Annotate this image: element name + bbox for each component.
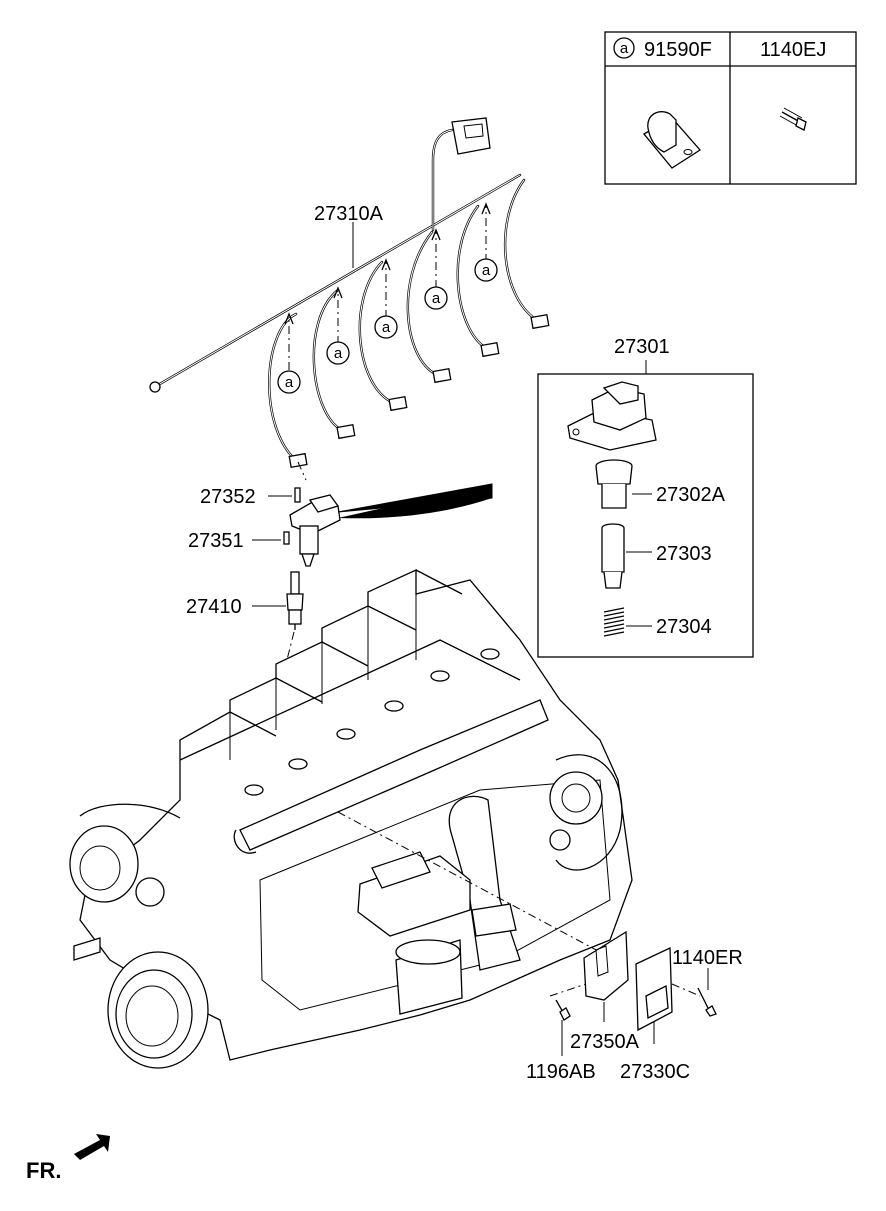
- legend-callout-circle: [613, 37, 635, 59]
- callout-symbol: a: [482, 262, 491, 279]
- pin-27351: [283, 531, 290, 545]
- label-27350A: 27350A: [570, 1031, 640, 1053]
- callout-symbol: a: [432, 290, 441, 307]
- label-27302A: 27302A: [656, 484, 726, 506]
- legend-callout-symbol: a: [620, 40, 629, 57]
- callout-circle: [424, 286, 448, 310]
- label-27351: 27351: [188, 530, 244, 552]
- front-arrow-icon: [74, 1134, 110, 1160]
- label-1196AB: 1196AB: [526, 1061, 596, 1083]
- label-27352: 27352: [200, 486, 256, 508]
- clip-illustration: [643, 111, 701, 169]
- callout-symbol: a: [382, 319, 391, 336]
- callout-circle: [326, 341, 350, 365]
- callout-symbol: a: [334, 345, 343, 362]
- callout-circle: [374, 315, 398, 339]
- callout-circles: a a a a a: [277, 258, 498, 394]
- label-27410: 27410: [186, 596, 242, 618]
- label-27303: 27303: [656, 543, 712, 565]
- coil-detail-parts: [567, 381, 657, 637]
- spark-plug: [286, 571, 304, 630]
- wiring-harness: a a a a a: [149, 117, 550, 469]
- label-27310A: 27310A: [314, 203, 384, 225]
- label-27330C: 27330C: [620, 1061, 690, 1083]
- bolt-illustration: [779, 107, 807, 131]
- label-27304: 27304: [656, 616, 712, 638]
- callout-circle: [277, 370, 301, 394]
- bolt-1196AB: [555, 999, 571, 1021]
- label-27301: 27301: [614, 336, 670, 358]
- coil-detail-box: [537, 373, 754, 658]
- legend-table: a 91590F 1140EJ: [604, 31, 857, 185]
- module-27330C: [635, 946, 673, 1032]
- engine-block: [69, 568, 633, 1069]
- callout-arrows: [284, 202, 491, 370]
- bolt-27352: [294, 487, 301, 503]
- label-1140ER: 1140ER: [672, 947, 743, 969]
- bracket-27350A: [583, 930, 629, 1001]
- front-label: FR.: [26, 1158, 61, 1183]
- legend-part-1140EJ: 1140EJ: [760, 39, 826, 61]
- bolt-1140ER: [697, 987, 717, 1017]
- front-direction-marker: FR.: [26, 1134, 110, 1183]
- callout-circle: [474, 258, 498, 282]
- ignition-coil: [289, 461, 493, 567]
- callout-symbol: a: [285, 374, 294, 391]
- legend-part-91590F: 91590F: [644, 39, 712, 61]
